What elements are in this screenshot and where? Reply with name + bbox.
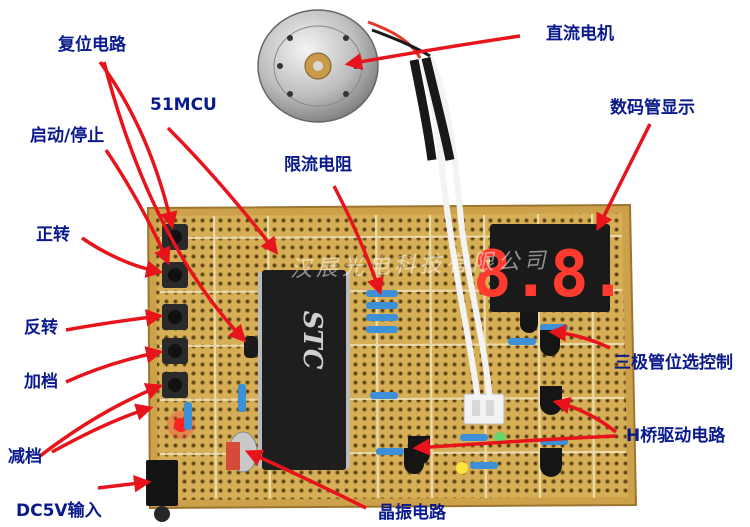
label-crystal: 晶振电路 — [378, 503, 446, 523]
label-current-resistor: 限流电阻 — [284, 155, 352, 175]
label-dc-motor: 直流电机 — [546, 24, 614, 44]
switch-forward — [162, 304, 188, 330]
mcu-chip: STC — [258, 270, 350, 470]
arrow-power — [97, 474, 152, 493]
motor-wires — [367, 20, 493, 401]
arrow-h-bridge-a — [552, 396, 618, 434]
arrow-start-stop — [104, 149, 171, 266]
seven-segment-display: 8.8. — [473, 224, 627, 312]
arrow-reverse — [65, 308, 164, 332]
arrow-reset-switch — [98, 60, 178, 230]
label-speed-down: 减档 — [8, 447, 42, 467]
arrow-mcu — [166, 126, 279, 255]
label-reverse: 反转 — [24, 318, 58, 338]
dc-motor — [257, 9, 379, 123]
label-reset-circuit: 复位电路 — [58, 35, 126, 55]
arrow-speed-down-b — [51, 403, 154, 454]
switch-start-stop — [162, 262, 188, 288]
dc-power-jack — [146, 460, 178, 522]
arrow-display — [596, 123, 652, 232]
label-start-stop: 启动/停止 — [30, 126, 105, 146]
arrow-speed-down-a — [38, 383, 164, 458]
arrow-forward — [81, 236, 164, 278]
label-transistor-select: 三极管位选控制 — [614, 353, 733, 373]
tact-switches — [162, 224, 188, 398]
display-digits: 8.8. — [473, 238, 627, 312]
label-speed-up: 加档 — [24, 372, 58, 392]
arrow-h-bridge-b — [412, 434, 617, 456]
annotation-arrows — [38, 34, 652, 510]
arrow-current-resistor — [332, 185, 384, 296]
arrow-crystal — [244, 449, 367, 510]
switch-reverse — [162, 338, 188, 364]
switch-speed-up — [162, 372, 188, 398]
label-power-input: DC5V输入 — [16, 501, 102, 521]
arrow-motor — [344, 34, 521, 71]
reset-capacitor — [244, 336, 258, 358]
arrow-transistor — [548, 324, 611, 350]
label-mcu: 51MCU — [150, 95, 217, 115]
label-forward: 正转 — [36, 225, 70, 245]
chip-marking: STC — [297, 311, 327, 370]
arrow-speed-up — [65, 346, 164, 384]
motor-connector — [463, 393, 505, 425]
label-seven-segment: 数码管显示 — [610, 98, 695, 118]
arrow-reset-capacitor — [102, 61, 247, 343]
label-h-bridge: H桥驱动电路 — [626, 426, 726, 446]
